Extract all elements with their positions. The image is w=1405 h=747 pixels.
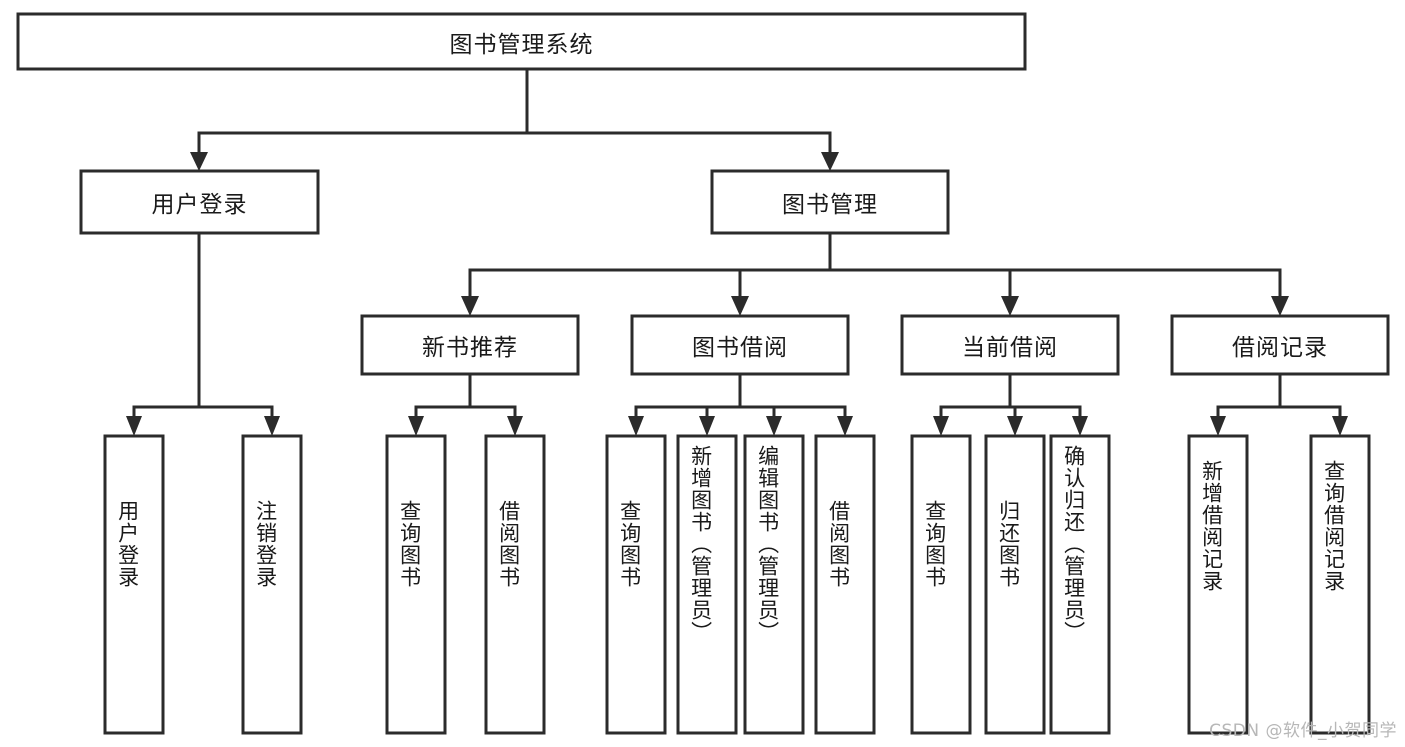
arrowhead-borrow-record	[1271, 296, 1289, 316]
leaf-box-book-borrow-1[interactable]	[676, 434, 738, 735]
node-root-box[interactable]	[16, 12, 1027, 71]
arrowhead-book-manage	[821, 152, 839, 171]
arrowhead-leaf-user-login-0	[126, 416, 142, 436]
arrowhead-leaf-borrow-record-0	[1210, 416, 1226, 436]
arrowhead-leaf-book-borrow-0	[628, 416, 644, 436]
node-book-manage-box[interactable]	[710, 169, 950, 235]
leaf-box-current-borrow-1[interactable]	[984, 434, 1046, 735]
arrowhead-leaf-current-borrow-1	[1007, 416, 1023, 436]
leaf-box-borrow-record-1[interactable]	[1309, 434, 1371, 735]
leaf-box-new-book-0[interactable]	[385, 434, 447, 735]
node-current-borrow-box[interactable]	[900, 314, 1120, 376]
leaf-box-current-borrow-2[interactable]	[1049, 434, 1111, 735]
arrowhead-leaf-book-borrow-1	[699, 416, 715, 436]
node-book-borrow-box[interactable]	[630, 314, 850, 376]
leaf-box-current-borrow-0[interactable]	[910, 434, 972, 735]
arrowhead-book-borrow	[731, 296, 749, 316]
leaf-box-book-borrow-3[interactable]	[814, 434, 876, 735]
leaf-box-new-book-1[interactable]	[484, 434, 546, 735]
arrowhead-new-book-recommend	[461, 296, 479, 316]
leaf-box-borrow-record-0[interactable]	[1187, 434, 1249, 735]
leaf-box-book-borrow-0[interactable]	[605, 434, 667, 735]
leaf-box-book-borrow-2[interactable]	[743, 434, 805, 735]
arrowhead-leaf-book-borrow-3	[837, 416, 853, 436]
leaf-box-user-login-1[interactable]	[241, 434, 303, 735]
arrowhead-leaf-current-borrow-2	[1072, 416, 1088, 436]
arrowhead-leaf-current-borrow-0	[933, 416, 949, 436]
node-borrow-record-box[interactable]	[1170, 314, 1390, 376]
csdn-watermark: CSDN @软件_小贺同学	[1209, 721, 1397, 741]
arrowhead-leaf-borrow-record-1	[1332, 416, 1348, 436]
arrowhead-leaf-book-borrow-2	[766, 416, 782, 436]
arrowhead-leaf-new-book-1	[507, 416, 523, 436]
node-new-book-recommend-box[interactable]	[360, 314, 580, 376]
arrowhead-leaf-new-book-0	[408, 416, 424, 436]
node-user-login-box[interactable]	[79, 169, 320, 235]
leaf-box-user-login-0[interactable]	[103, 434, 165, 735]
arrowhead-current-borrow	[1001, 296, 1019, 316]
arrowhead-user-login	[190, 152, 208, 171]
arrowhead-leaf-user-login-1	[264, 416, 280, 436]
